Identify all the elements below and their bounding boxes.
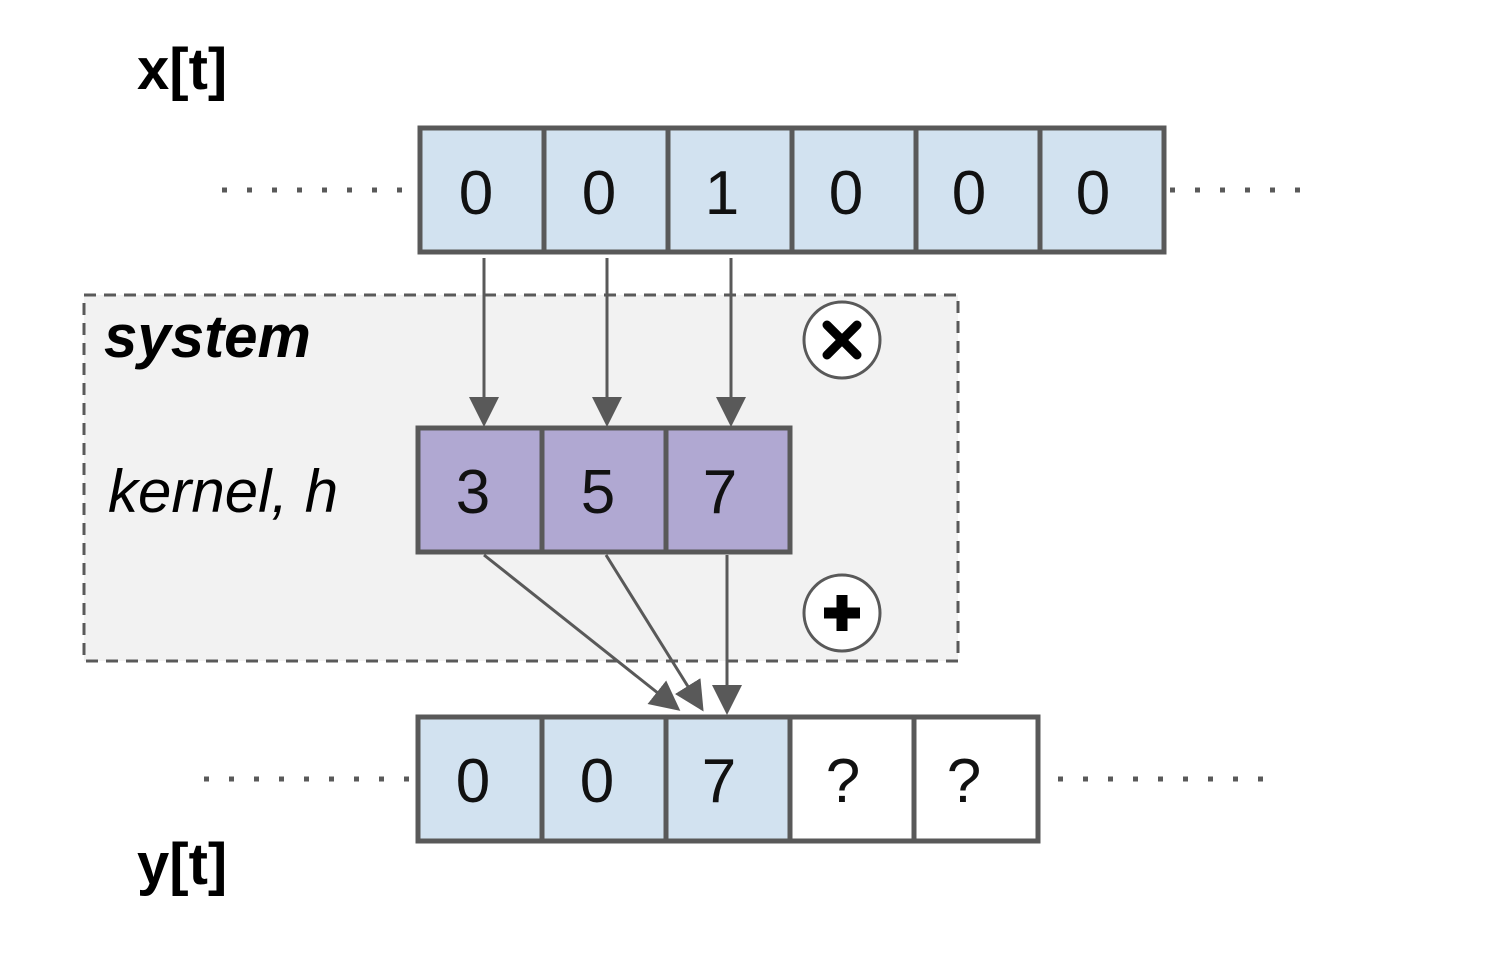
output-cell: 0: [539, 714, 669, 844]
kernel-cell-value: 3: [456, 458, 490, 527]
kernel-cell: 7: [663, 425, 793, 555]
input-cell-value: 1: [705, 159, 739, 228]
input-sequence: 0 0 1 0 0 0: [417, 125, 1167, 255]
kernel-cell-value: 5: [581, 458, 615, 527]
input-cell-value: 0: [582, 159, 616, 228]
kernel-cell: 5: [539, 425, 669, 555]
kernel-cell-value: 7: [703, 458, 737, 527]
output-cell-value: ?: [947, 747, 981, 816]
input-cell: 0: [913, 125, 1043, 255]
multiply-icon: [802, 300, 882, 380]
output-cell-value: 7: [702, 747, 736, 816]
input-cell: 0: [789, 125, 919, 255]
output-cell-value: 0: [580, 747, 614, 816]
input-cell: 0: [417, 125, 547, 255]
input-cell-value: 0: [952, 159, 986, 228]
output-cell: ?: [911, 714, 1041, 844]
input-cell: 0: [1037, 125, 1167, 255]
input-cell-value: 0: [1076, 159, 1110, 228]
input-cell-value: 0: [459, 159, 493, 228]
output-cell-value: ?: [826, 747, 860, 816]
input-cell-value: 0: [829, 159, 863, 228]
output-sequence: 0 0 7 ? ?: [415, 714, 1041, 844]
kernel-sequence: 3 5 7: [415, 425, 793, 555]
plus-icon: [802, 573, 882, 653]
output-cell-value: 0: [456, 747, 490, 816]
input-label: x[t]: [137, 37, 227, 102]
input-cell: 1: [665, 125, 795, 255]
system-label: system: [104, 303, 311, 370]
sum-arrow: [604, 554, 704, 712]
output-cell: ?: [787, 714, 917, 844]
kernel-cell: 3: [415, 425, 545, 555]
output-cell: 7: [663, 714, 793, 844]
output-label: y[t]: [137, 832, 227, 897]
output-cell: 0: [415, 714, 545, 844]
input-cell: 0: [541, 125, 671, 255]
sum-arrow: [483, 553, 681, 711]
kernel-label: kernel, h: [108, 458, 338, 525]
